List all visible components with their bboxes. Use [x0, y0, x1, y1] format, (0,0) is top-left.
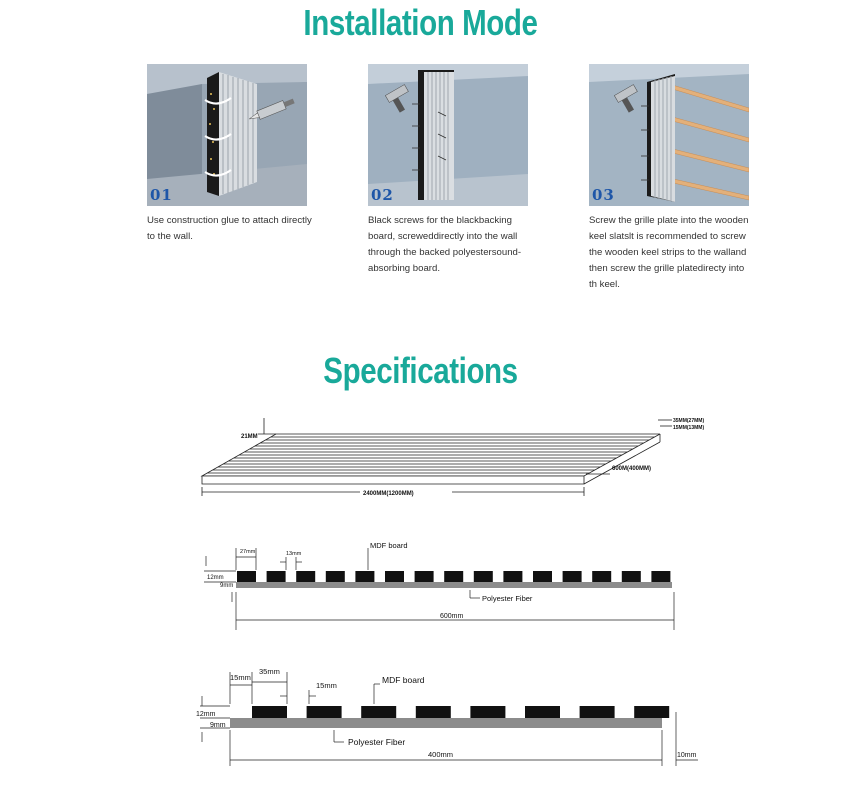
- section-600-slat-height-label: 12mm: [207, 575, 224, 581]
- section-400-drawing: 15mm 35mm 15mm MDF board 12mm 9mm Polyes…: [196, 667, 698, 766]
- section-600-slat: [325, 571, 345, 582]
- section-400-gap-label: 15mm: [316, 681, 337, 690]
- section-600-drawing: 27mm 13mm MDF board 12mm 9mm Polyester F…: [204, 541, 675, 630]
- section-600-slat: [533, 571, 552, 582]
- section-600-slat: [237, 571, 256, 582]
- section-400-slat: [634, 706, 670, 718]
- install-step-2: 02 Black screws for the blackbacking boa…: [368, 64, 528, 277]
- install-step-3: 03 Screw the grille plate into the woode…: [589, 64, 749, 293]
- section-600-base-height-label: 9mm: [220, 583, 233, 589]
- step-2-description: Black screws for the blackbacking board,…: [368, 215, 522, 274]
- section-400-width-label: 400mm: [428, 750, 453, 759]
- section-400-slat: [579, 706, 615, 718]
- section-400-slat: [306, 706, 342, 718]
- section-600-slat: [385, 571, 404, 582]
- section-600-fiber-base: [236, 582, 672, 588]
- step-1-description: Use construction glue to attach directly…: [147, 215, 312, 242]
- installation-mode-title: Installation Mode: [303, 2, 538, 43]
- step-1-image: 01: [147, 64, 307, 206]
- panel-perspective-drawing: [200, 418, 672, 496]
- section-600-slat: [562, 571, 582, 582]
- section-400-slat: [470, 706, 506, 718]
- panel-slat-width-label: 35MM(27MM): [673, 418, 704, 424]
- section-600-slat: [355, 571, 375, 582]
- section-600-slat: [621, 571, 641, 582]
- step-2-image: 02: [368, 64, 528, 206]
- step-3-image: 03: [589, 64, 749, 206]
- section-600-width-label: 600mm: [440, 613, 464, 620]
- section-600-slat: [414, 571, 434, 582]
- section-400-mdf-label: MDF board: [382, 675, 425, 685]
- step-1-number: 01: [150, 186, 173, 204]
- section-400-fiber-label: Polyester Fiber: [348, 737, 405, 747]
- section-400-slat: [252, 706, 287, 718]
- section-400-base-height-label: 9mm: [210, 722, 226, 729]
- section-600-slat: [592, 571, 612, 582]
- panel-gap-label: 15MM(13MM): [673, 425, 704, 431]
- section-400-slat: [361, 706, 397, 718]
- section-600-slat-label: 27mm: [240, 549, 256, 555]
- section-400-slat: [415, 706, 451, 718]
- section-600-gap-label: 13mm: [286, 551, 302, 557]
- section-400-edge-label: 15mm: [230, 673, 251, 682]
- section-400-slat-label: 35mm: [259, 667, 280, 676]
- step-2-number: 02: [371, 186, 394, 204]
- section-600-slat: [651, 571, 671, 582]
- panel-length-label: 2400MM(1200MM): [363, 491, 414, 497]
- section-600-slat: [296, 571, 316, 582]
- section-600-mdf-label: MDF board: [370, 541, 408, 550]
- section-400-fiber-base: [230, 718, 662, 728]
- step-3-description: Screw the grille plate into the wooden k…: [589, 215, 749, 290]
- section-600-slat: [503, 571, 523, 582]
- specifications-title: Specifications: [323, 350, 518, 391]
- install-step-1: 01 Use construction glue to attach direc…: [147, 64, 312, 245]
- section-400-slat: [525, 706, 560, 718]
- panel-width-label: 600M(400MM): [612, 466, 651, 472]
- step-3-number: 03: [592, 186, 615, 204]
- section-600-slat: [266, 571, 286, 582]
- section-400-slat-height-label: 12mm: [196, 711, 216, 718]
- section-400-side-label: 10mm: [677, 752, 697, 759]
- panel-height-label: 21MM: [241, 434, 258, 440]
- section-600-fiber-label: Polyester Fiber: [482, 594, 533, 603]
- section-600-slat: [473, 571, 493, 582]
- section-600-slat: [444, 571, 464, 582]
